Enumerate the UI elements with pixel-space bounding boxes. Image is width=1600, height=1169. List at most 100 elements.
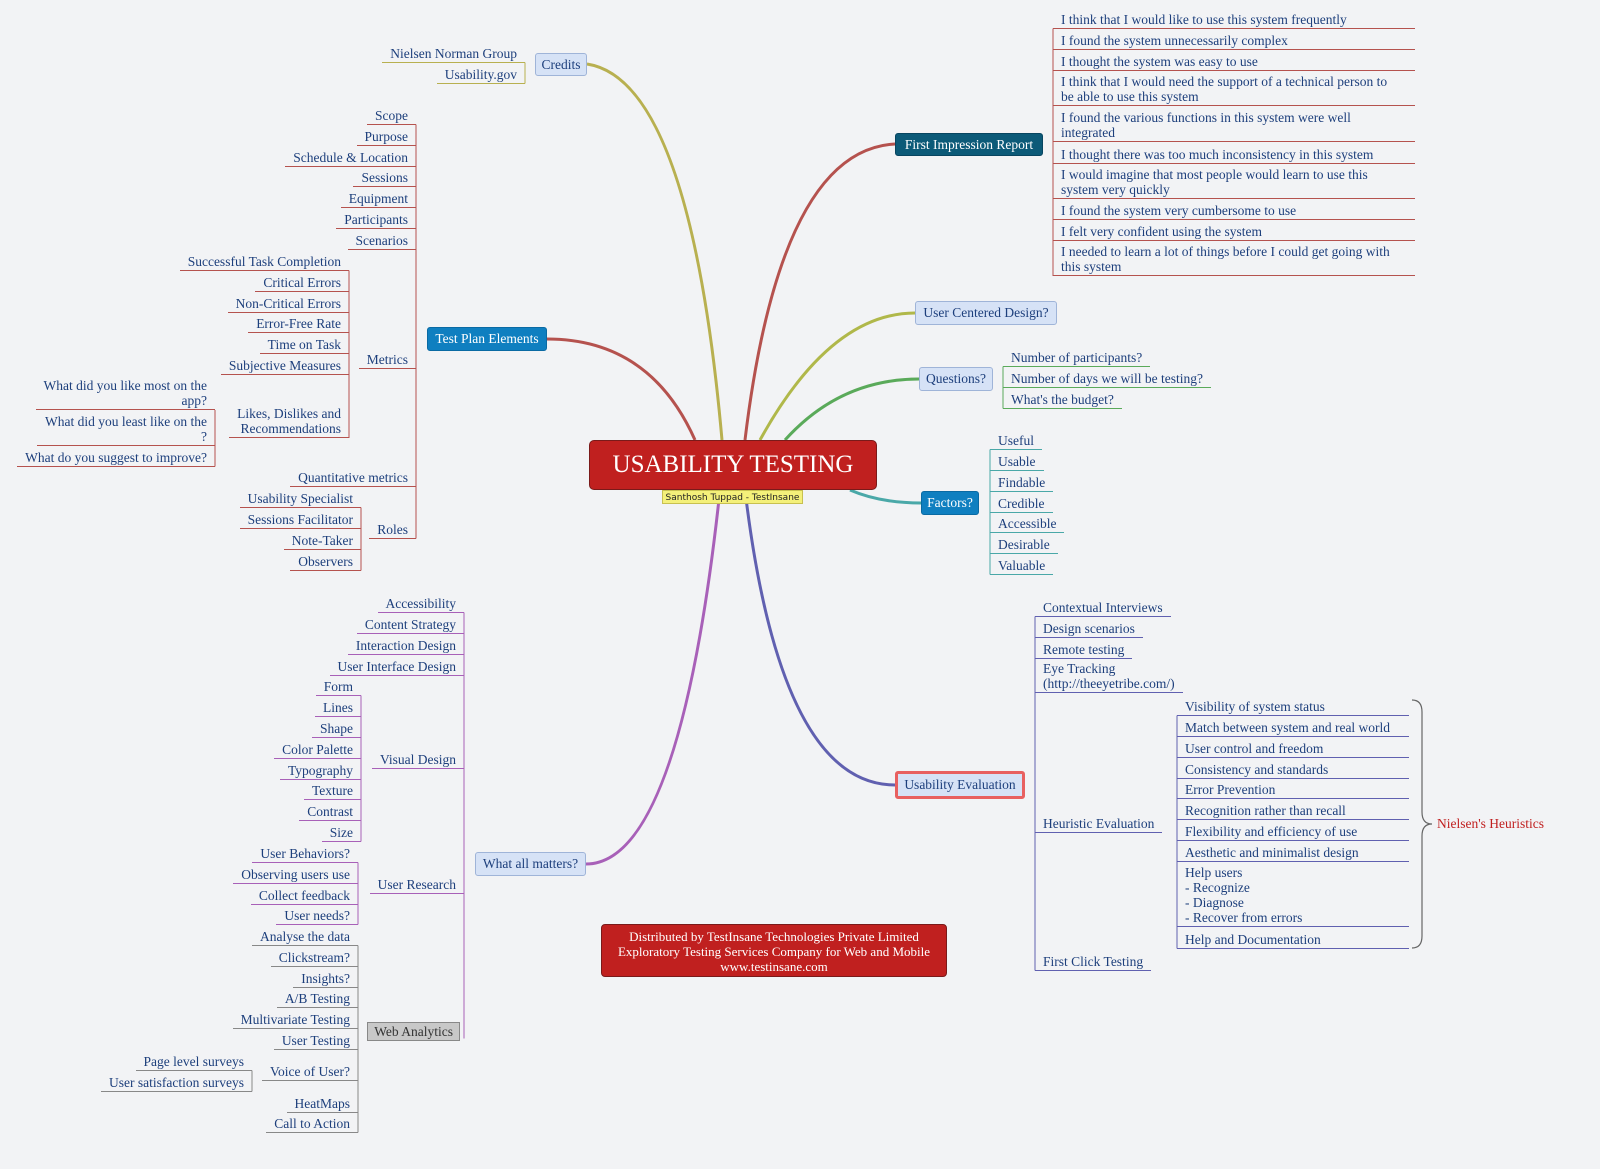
topic-help-and-documentation[interactable]: Help and Documentation <box>1177 932 1409 949</box>
topic-accessible[interactable]: Accessible <box>990 516 1065 533</box>
topic-i-think-that-i-would-need-the-support-of[interactable]: I think that I would need the support of… <box>1053 74 1415 106</box>
topic-observing-users-use[interactable]: Observing users use <box>233 867 358 884</box>
topic-call-to-action[interactable]: Call to Action <box>266 1116 358 1133</box>
topic-i-found-the-system-unnecessarily-complex[interactable]: I found the system unnecessarily complex <box>1053 33 1415 50</box>
topic-shape[interactable]: Shape <box>312 721 361 738</box>
topic-i-think-that-i-would-like-to-use-this-sy[interactable]: I think that I would like to use this sy… <box>1053 12 1415 29</box>
topic-factors[interactable]: Factors? <box>921 491 979 515</box>
topic-quantitative-metrics[interactable]: Quantitative metrics <box>290 470 416 487</box>
topic-color-palette[interactable]: Color Palette <box>274 742 361 759</box>
central-topic[interactable]: USABILITY TESTING <box>589 440 877 490</box>
topic-usable[interactable]: Usable <box>990 454 1044 471</box>
topic-user-satisfaction-surveys[interactable]: User satisfaction surveys <box>101 1075 252 1092</box>
topic-design-scenarios[interactable]: Design scenarios <box>1035 621 1143 638</box>
topic-successful-task-completion[interactable]: Successful Task Completion <box>179 254 349 271</box>
topic-non-critical-errors[interactable]: Non-Critical Errors <box>227 296 349 313</box>
topic-scenarios[interactable]: Scenarios <box>347 233 416 250</box>
topic-multivariate-testing[interactable]: Multivariate Testing <box>232 1012 358 1029</box>
topic-form[interactable]: Form <box>315 679 361 696</box>
topic-sessions[interactable]: Sessions <box>353 170 416 187</box>
topic-what-do-you-suggest-to-improve[interactable]: What do you suggest to improve? <box>17 450 215 467</box>
topic-i-found-the-various-functions-in-this-sy[interactable]: I found the various functions in this sy… <box>1053 110 1415 142</box>
topic-i-needed-to-learn-a-lot-of-things-before[interactable]: I needed to learn a lot of things before… <box>1053 244 1415 276</box>
topic-flexibility-and-efficiency-of-use[interactable]: Flexibility and efficiency of use <box>1177 824 1409 841</box>
topic-subjective-measures[interactable]: Subjective Measures <box>220 358 349 375</box>
topic-schedule-location[interactable]: Schedule & Location <box>285 150 416 167</box>
topic-sessions-facilitator[interactable]: Sessions Facilitator <box>239 512 361 529</box>
topic-error-prevention[interactable]: Error Prevention <box>1177 782 1409 799</box>
topic-voice-of-user[interactable]: Voice of User? <box>262 1064 358 1081</box>
topic-match-between-system-and-real-world[interactable]: Match between system and real world <box>1177 720 1409 737</box>
topic-contrast[interactable]: Contrast <box>299 804 361 821</box>
topic-texture[interactable]: Texture <box>303 783 361 800</box>
topic-interaction-design[interactable]: Interaction Design <box>347 638 464 655</box>
topic-content-strategy[interactable]: Content Strategy <box>356 617 464 634</box>
topic-metrics[interactable]: Metrics <box>358 352 416 369</box>
topic-recognition-rather-than-recall[interactable]: Recognition rather than recall <box>1177 803 1409 820</box>
topic-critical-errors[interactable]: Critical Errors <box>255 275 349 292</box>
topic-roles[interactable]: Roles <box>369 522 416 539</box>
topic-usability-specialist[interactable]: Usability Specialist <box>239 491 361 508</box>
topic-what-did-you-least-like-on-the[interactable]: What did you least like on the ? <box>37 414 215 446</box>
topic-nielsen-norman-group[interactable]: Nielsen Norman Group <box>382 46 525 63</box>
topic-lines[interactable]: Lines <box>315 700 361 717</box>
topic-i-would-imagine-that-most-people-would-l[interactable]: I would imagine that most people would l… <box>1053 167 1415 199</box>
topic-a-b-testing[interactable]: A/B Testing <box>276 991 358 1008</box>
topic-likes-dislikes-and-recommendations[interactable]: Likes, Dislikes and Recommendations <box>229 406 349 438</box>
topic-user-needs[interactable]: User needs? <box>276 908 358 925</box>
topic-desirable[interactable]: Desirable <box>990 537 1058 554</box>
topic-questions[interactable]: Questions? <box>919 367 993 391</box>
topic-scope[interactable]: Scope <box>367 108 416 125</box>
topic-note-taker[interactable]: Note-Taker <box>283 533 361 550</box>
topic-heatmaps[interactable]: HeatMaps <box>286 1096 358 1113</box>
topic-valuable[interactable]: Valuable <box>990 558 1054 575</box>
topic-usability-evaluation[interactable]: Usability Evaluation <box>895 771 1025 799</box>
topic-i-thought-the-system-was-easy-to-use[interactable]: I thought the system was easy to use <box>1053 54 1415 71</box>
topic-what-s-the-budget[interactable]: What's the budget? <box>1003 392 1122 409</box>
topic-user-control-and-freedom[interactable]: User control and freedom <box>1177 741 1409 758</box>
topic-user-centered-design[interactable]: User Centered Design? <box>915 301 1057 325</box>
topic-i-thought-there-was-too-much-inconsisten[interactable]: I thought there was too much inconsisten… <box>1053 147 1415 164</box>
topic-i-felt-very-confident-using-the-system[interactable]: I felt very confident using the system <box>1053 224 1415 241</box>
topic-help-users-recognize-diagnose-recover-fr[interactable]: Help users - Recognize - Diagnose - Reco… <box>1177 865 1409 927</box>
topic-page-level-surveys[interactable]: Page level surveys <box>135 1054 252 1071</box>
topic-test-plan-elements[interactable]: Test Plan Elements <box>427 327 547 351</box>
topic-clickstream[interactable]: Clickstream? <box>270 950 358 967</box>
topic-user-testing[interactable]: User Testing <box>273 1033 358 1050</box>
topic-accessibility[interactable]: Accessibility <box>377 596 464 613</box>
topic-contextual-interviews[interactable]: Contextual Interviews <box>1035 600 1171 617</box>
topic-heuristic-evaluation[interactable]: Heuristic Evaluation <box>1035 816 1163 833</box>
topic-useful[interactable]: Useful <box>990 433 1042 450</box>
topic-visual-design[interactable]: Visual Design <box>371 752 464 769</box>
topic-participants[interactable]: Participants <box>336 212 416 229</box>
topic-what-all-matters[interactable]: What all matters? <box>475 852 586 876</box>
topic-user-behaviors[interactable]: User Behaviors? <box>252 846 358 863</box>
topic-number-of-participants[interactable]: Number of participants? <box>1003 350 1151 367</box>
topic-credits[interactable]: Credits <box>535 53 587 76</box>
topic-remote-testing[interactable]: Remote testing <box>1035 642 1133 659</box>
topic-first-click-testing[interactable]: First Click Testing <box>1035 954 1152 971</box>
topic-analyse-the-data[interactable]: Analyse the data <box>252 929 358 946</box>
topic-time-on-task[interactable]: Time on Task <box>259 337 349 354</box>
topic-purpose[interactable]: Purpose <box>356 129 416 146</box>
topic-number-of-days-we-will-be-testing[interactable]: Number of days we will be testing? <box>1003 371 1211 388</box>
topic-findable[interactable]: Findable <box>990 475 1054 492</box>
topic-equipment[interactable]: Equipment <box>340 191 416 208</box>
topic-insights[interactable]: Insights? <box>293 971 358 988</box>
topic-size[interactable]: Size <box>321 825 361 842</box>
topic-user-interface-design[interactable]: User Interface Design <box>329 659 464 676</box>
topic-what-did-you-like-most-on-the-app[interactable]: What did you like most on the app? <box>35 378 215 410</box>
topic-eye-tracking-http-theeyetribe-com[interactable]: Eye Tracking (http://theeyetribe.com/) <box>1035 661 1183 693</box>
topic-web-analytics[interactable]: Web Analytics <box>367 1021 460 1041</box>
topic-observers[interactable]: Observers <box>290 554 361 571</box>
topic-visibility-of-system-status[interactable]: Visibility of system status <box>1177 699 1409 716</box>
topic-consistency-and-standards[interactable]: Consistency and standards <box>1177 762 1409 779</box>
topic-user-research[interactable]: User Research <box>369 877 464 894</box>
topic-typography[interactable]: Typography <box>279 763 361 780</box>
topic-i-found-the-system-very-cumbersome-to-us[interactable]: I found the system very cumbersome to us… <box>1053 203 1415 220</box>
topic-aesthetic-and-minimalist-design[interactable]: Aesthetic and minimalist design <box>1177 845 1409 862</box>
topic-collect-feedback[interactable]: Collect feedback <box>250 888 358 905</box>
topic-usability-gov[interactable]: Usability.gov <box>436 67 525 84</box>
topic-error-free-rate[interactable]: Error-Free Rate <box>248 316 349 333</box>
topic-first-impression-report[interactable]: First Impression Report <box>895 133 1043 156</box>
